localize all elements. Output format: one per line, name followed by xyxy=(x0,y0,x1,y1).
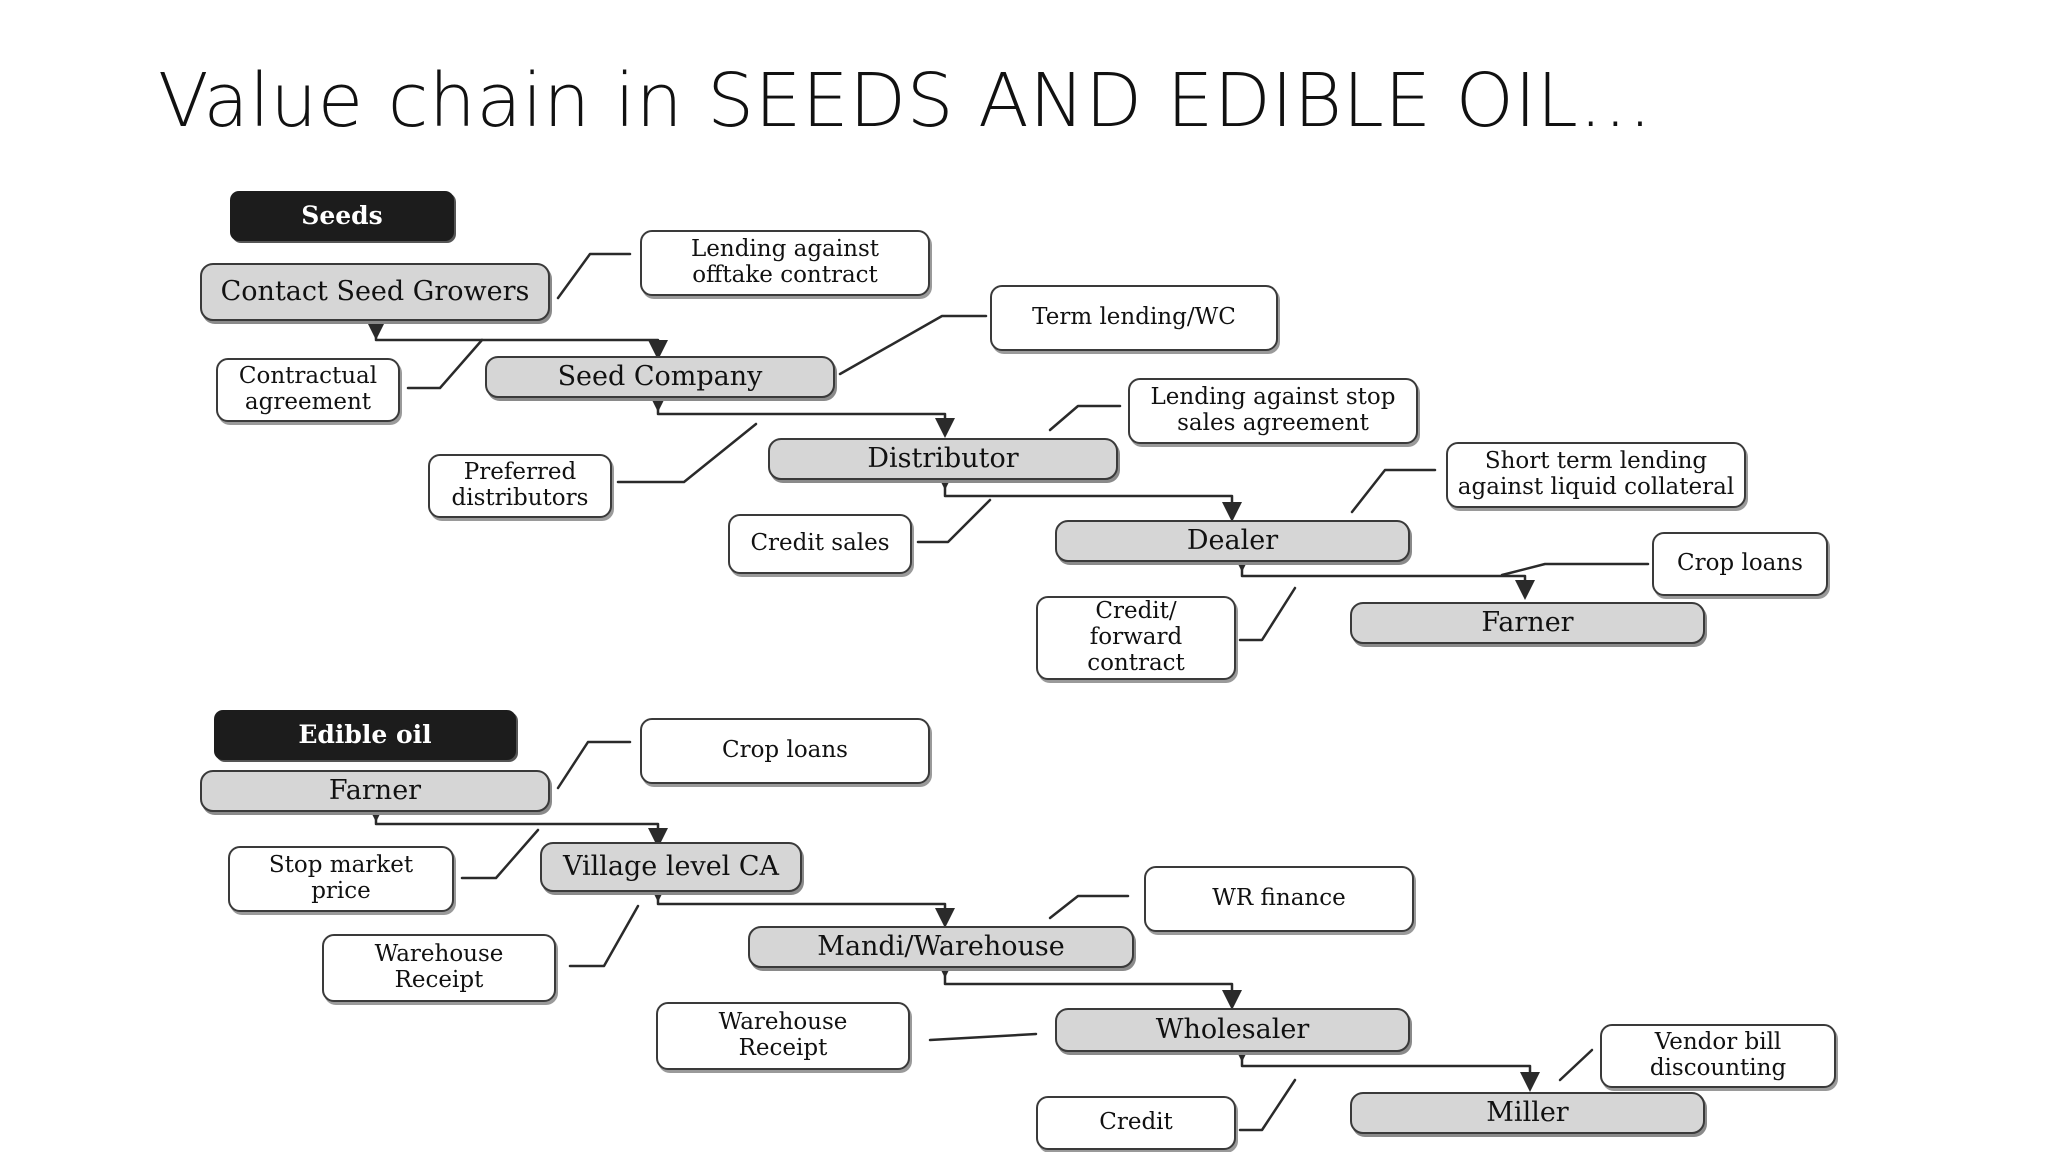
seeds-node-distributor: Distributor xyxy=(768,438,1118,480)
oil-node-village-level-ca: Village level CA xyxy=(540,842,802,892)
seeds-link-preferred-distributors: Preferred distributors xyxy=(428,454,612,518)
link-connector-3 xyxy=(916,498,992,544)
flow-arrow-dealer-farmer xyxy=(1232,552,1535,600)
link-connector-7 xyxy=(928,1032,1038,1042)
oil-node-mandi-warehouse: Mandi/Warehouse xyxy=(748,926,1134,968)
flow-arrow-growers-seedco xyxy=(366,320,668,360)
seeds-link-credit-sales: Credit sales xyxy=(728,514,912,574)
link-connector-5 xyxy=(460,828,540,880)
seeds-node-seed-company: Seed Company xyxy=(485,356,835,398)
oil-node-wholesaler: Wholesaler xyxy=(1055,1008,1410,1052)
edible-oil-header: Edible oil xyxy=(214,710,516,760)
finance-connector-4 xyxy=(1350,468,1437,514)
slide-title: Value chain in SEEDS AND EDIBLE OIL… xyxy=(158,58,1653,144)
oil-finance-vendor-bill-discounting: Vendor bill discounting xyxy=(1600,1024,1836,1088)
link-connector-1 xyxy=(406,338,484,390)
seeds-finance-term-lending: Term lending/WC xyxy=(990,285,1278,351)
finance-connector-7 xyxy=(1048,894,1130,920)
seeds-finance-short-term-lending: Short term lending against liquid collat… xyxy=(1446,442,1746,508)
flow-arrow-village-mandi xyxy=(648,882,955,928)
link-connector-4 xyxy=(1238,586,1297,642)
link-connector-2 xyxy=(616,422,758,484)
seeds-node-farner: Farner xyxy=(1350,602,1705,644)
oil-node-farner: Farner xyxy=(200,770,550,812)
oil-node-miller: Miller xyxy=(1350,1092,1705,1134)
flow-arrow-mandi-wholesaler xyxy=(935,958,1242,1010)
oil-finance-crop-loans: Crop loans xyxy=(640,718,930,784)
seeds-finance-crop-loans: Crop loans xyxy=(1652,532,1828,596)
finance-connector-2 xyxy=(838,314,988,376)
flow-arrow-wholesaler-miller xyxy=(1232,1042,1540,1092)
seeds-link-credit-forward-contract: Credit/ forward contract xyxy=(1036,596,1236,680)
finance-connector-6 xyxy=(556,740,632,790)
seeds-node-contact-seed-growers: Contact Seed Growers xyxy=(200,263,550,321)
link-connector-8 xyxy=(1238,1078,1297,1132)
finance-connector-3 xyxy=(1048,404,1122,432)
oil-link-warehouse-receipt-1: Warehouse Receipt xyxy=(322,934,556,1002)
flow-arrow-seedco-distributor xyxy=(648,392,955,438)
finance-connector-8 xyxy=(1558,1048,1594,1082)
finance-connector-5 xyxy=(1500,562,1650,577)
seeds-link-contractual-agreement: Contractual agreement xyxy=(216,358,400,422)
seeds-finance-stop-sales-lending: Lending against stop sales agreement xyxy=(1128,378,1418,444)
seeds-node-dealer: Dealer xyxy=(1055,520,1410,562)
flow-arrow-farmer-village xyxy=(366,802,668,848)
oil-finance-wr-finance: WR finance xyxy=(1144,866,1414,932)
seeds-header: Seeds xyxy=(230,191,454,241)
finance-connector-1 xyxy=(556,252,632,300)
oil-link-stop-market-price: Stop market price xyxy=(228,846,454,912)
link-connector-6 xyxy=(568,904,640,968)
seeds-finance-offtake-lending: Lending against off­take contract xyxy=(640,230,930,296)
oil-link-credit: Credit xyxy=(1036,1096,1236,1150)
oil-link-warehouse-receipt-2: Warehouse Receipt xyxy=(656,1002,910,1070)
flow-arrow-distributor-dealer xyxy=(935,470,1242,522)
